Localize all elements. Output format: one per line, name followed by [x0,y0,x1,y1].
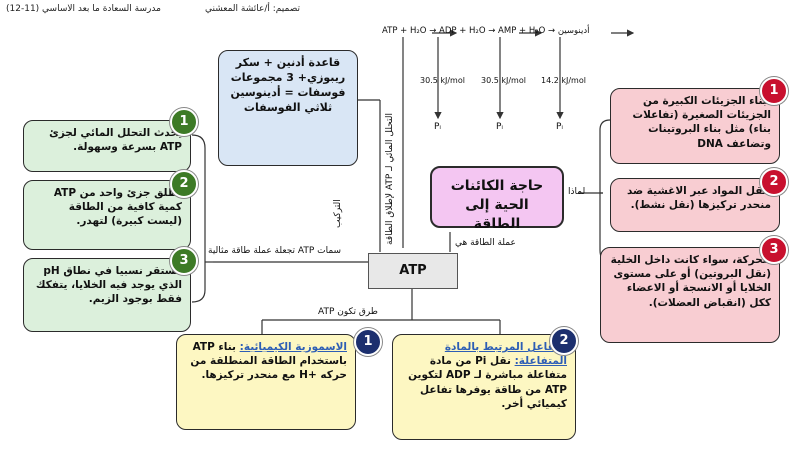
designer-credit: تصميم: أ/عائشة المعشني [205,4,301,14]
feature-box-3: مستقر نسبيا في نطاق pH الذي يوجد فيه الخ… [23,258,191,332]
currency-label: عملة الطاقة هي [455,238,516,248]
hydrolysis-label: التحلل المائي لـ ATP لإطلاق الطاقة [385,113,395,245]
features-label: سمات ATP تجعلة عملة طاقة مثالية [208,246,342,256]
composition-box: قاعدة أدنين + سكر ريبوزي+ 3 مجموعات فوسف… [218,50,358,166]
feature-number-3: 3 [170,247,198,275]
pathway-head-2: التفاعل المرتبط بالمادة المتفاعلة: [444,341,567,368]
feature-text-2: يطلق جزئ واحد من ATP كمية كافية من الطاق… [53,187,182,228]
need-text-1: لبناء الجزيئات الكبيرة من الجزيئات الصغي… [632,95,771,150]
feature-text-1: يحدث التحلل المائي لجزئ ATP بسرعة وسهولة… [49,127,182,154]
need-number-1: 1 [760,77,788,105]
pathway-box-2: التفاعل المرتبط بالمادة المتفاعلة: نقل P… [392,334,576,440]
need-text-3: للحركة، سواء كانت داخل الخلية (نقل البرو… [610,254,771,309]
energy-value-1: 30.5 kJ/mol [420,76,465,85]
need-box-1: لبناء الجزيئات الكبيرة من الجزيئات الصغي… [610,88,780,164]
center-title-box: حاجة الكائنات الحية إلى الطاقة [430,166,564,232]
pathway-number-1: 1 [354,328,382,356]
need-box-3: للحركة، سواء كانت داخل الخلية (نقل البرو… [600,247,780,343]
need-number-2: 2 [760,168,788,196]
need-text-2: لنقل المواد عبر الاغشية ضد منحدر تركيزها… [626,185,771,212]
pathway-number-2: 2 [550,327,578,355]
pathway-head-1: الاسموزية الكيميائية: [239,341,347,353]
pathway-box-1: الاسموزية الكيميائية: بناء ATP باستخدام … [176,334,356,430]
phosphate-product-3: Pᵢ [556,122,564,132]
atp-box: ATP [368,253,458,289]
energy-value-2: 30.5 kJ/mol [481,76,526,85]
feature-number-2: 2 [170,170,198,198]
feature-box-2: يطلق جزئ واحد من ATP كمية كافية من الطاق… [23,180,191,250]
why-label: لماذا [568,187,586,197]
pathways-label: طرق تكون ATP [318,307,378,317]
feature-box-1: يحدث التحلل المائي لجزئ ATP بسرعة وسهولة… [23,120,191,172]
pathway-text-1: بناء ATP باستخدام الطاقة المنطلقة من حرك… [190,341,347,382]
need-number-3: 3 [760,236,788,264]
composition-label: التركيب [333,199,343,228]
energy-value-3: 14.2 kJ/mol [541,76,586,85]
school-name: مدرسة السعادة ما بعد الاساسي (11-12) [6,4,161,14]
feature-number-1: 1 [170,108,198,136]
need-box-2: لنقل المواد عبر الاغشية ضد منحدر تركيزها… [610,178,780,232]
hydrolysis-chain: ATP + H₂O → ADP + H₂O → AMP + H₂O → أدين… [382,26,590,36]
pathway-text-2: نقل Pi من مادة متفاعلة مباشرة لـ ADP لتك… [408,355,567,410]
phosphate-product-2: Pᵢ [496,122,504,132]
phosphate-product-1: Pᵢ [434,122,442,132]
composition-text: قاعدة أدنين + سكر ريبوزي+ 3 مجموعات فوسف… [230,56,346,114]
feature-text-3: مستقر نسبيا في نطاق pH الذي يوجد فيه الخ… [35,265,182,306]
atp-label: ATP [399,263,427,278]
center-title: حاجة الكائنات الحية إلى الطاقة [450,178,544,232]
